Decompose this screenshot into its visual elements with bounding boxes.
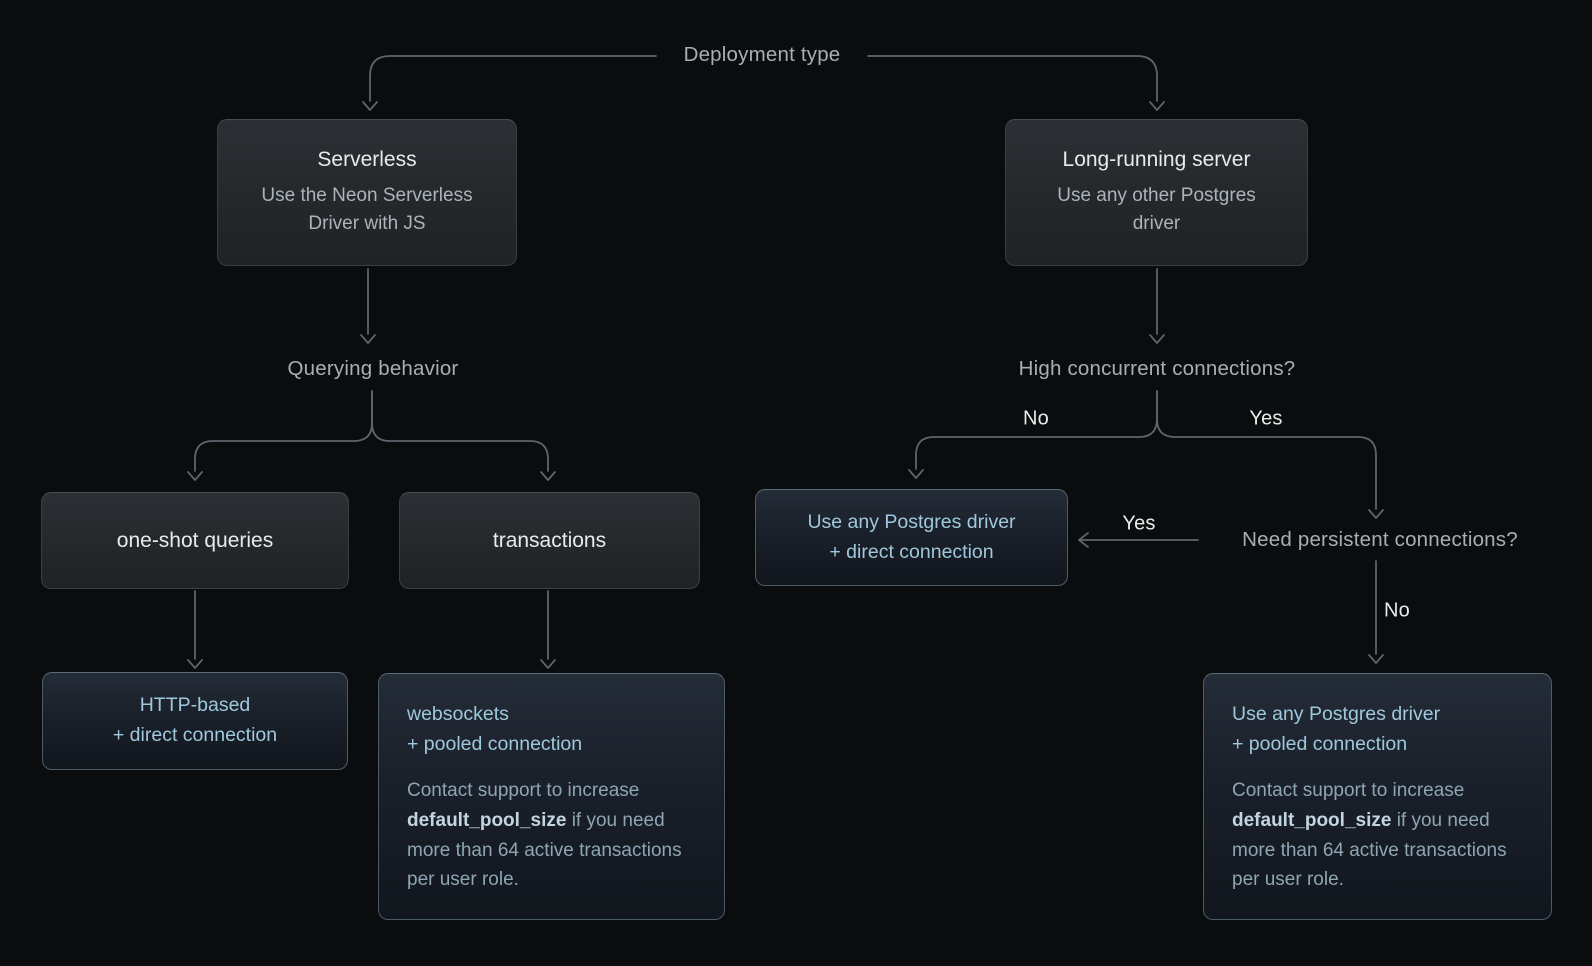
label-branch-no-high-concurrent: No (1023, 407, 1049, 430)
node-any-driver-direct-line1: Use any Postgres driver (807, 510, 1016, 533)
label-branch-yes-high-concurrent: Yes (1249, 407, 1283, 430)
node-any-driver-direct-line2: + direct connection (829, 540, 994, 563)
connector-serverless-querying (360, 268, 376, 344)
note-text-post: if you need more than 64 active transact… (1232, 809, 1507, 891)
connector-longrunning-highconcurrent (1149, 268, 1165, 344)
connector-deployment-serverless (362, 55, 657, 111)
note-text-bold: default_pool_size (1232, 809, 1392, 831)
label-need-persistent-connections: Need persistent connections? (1242, 528, 1518, 551)
node-any-driver-direct-text: Use any Postgres driver + direct connect… (807, 508, 1015, 567)
label-deployment-type: Deployment type (683, 43, 841, 66)
connector-highconcurrent-no (908, 390, 1158, 479)
node-http-direct: HTTP-based + direct connection (42, 672, 348, 770)
node-http-direct-line2: + direct connection (112, 724, 278, 746)
node-serverless-title: Serverless (317, 147, 417, 171)
node-transactions-title: transactions (492, 528, 607, 552)
note-text-post: if you need more than 64 active transact… (407, 809, 682, 891)
node-any-driver-pooled-line2: + pooled connection (1232, 732, 1408, 755)
connector-querying-oneshot (187, 390, 373, 481)
node-any-driver-pooled-note: Contact support to increase default_pool… (1232, 776, 1523, 895)
node-any-driver-pooled: Use any Postgres driver + pooled connect… (1203, 673, 1552, 920)
node-serverless-subtitle: Use the Neon Serverless Driver with JS (261, 184, 473, 234)
label-branch-yes-persistent: Yes (1122, 512, 1156, 535)
label-branch-no-persistent: No (1384, 599, 1410, 622)
node-any-driver-pooled-text: Use any Postgres driver + pooled connect… (1232, 700, 1523, 759)
node-transactions: transactions (399, 492, 700, 589)
node-websockets-line2: + pooled connection (407, 732, 583, 755)
connector-highconcurrent-yes (1156, 390, 1384, 519)
connector-persistent-yes (1078, 532, 1199, 548)
node-one-shot-title: one-shot queries (116, 528, 274, 552)
note-text-bold: default_pool_size (407, 809, 567, 831)
label-querying-behavior: Querying behavior (287, 357, 459, 380)
connector-querying-transactions (371, 390, 556, 481)
connector-transactions-websockets (540, 590, 556, 669)
node-websockets-note: Contact support to increase default_pool… (407, 776, 696, 895)
node-any-driver-pooled-line1: Use any Postgres driver (1232, 703, 1441, 725)
node-websockets-pooled-text: websockets + pooled connection (407, 700, 696, 759)
node-websockets-line1: websockets (407, 703, 509, 725)
note-text-pre: Contact support to increase (407, 780, 640, 802)
node-http-direct-text: HTTP-based + direct connection (113, 691, 277, 750)
connector-deployment-longrunning (867, 55, 1165, 111)
note-text-pre: Contact support to increase (1232, 780, 1465, 802)
node-long-running-server: Long-running server Use any other Postgr… (1005, 119, 1308, 266)
node-http-direct-line1: HTTP-based (139, 694, 251, 717)
node-long-running-subtitle: Use any other Postgres driver (1057, 184, 1256, 234)
node-one-shot-queries: one-shot queries (41, 492, 349, 589)
node-long-running-title: Long-running server (1062, 147, 1251, 171)
node-serverless: Serverless Use the Neon Serverless Drive… (217, 119, 517, 266)
connector-oneshot-http (187, 590, 203, 669)
label-high-concurrent-connections: High concurrent connections? (1018, 357, 1296, 380)
node-websockets-pooled: websockets + pooled connection Contact s… (378, 673, 725, 920)
connector-persistent-no (1368, 560, 1384, 664)
node-any-driver-direct: Use any Postgres driver + direct connect… (755, 489, 1068, 586)
